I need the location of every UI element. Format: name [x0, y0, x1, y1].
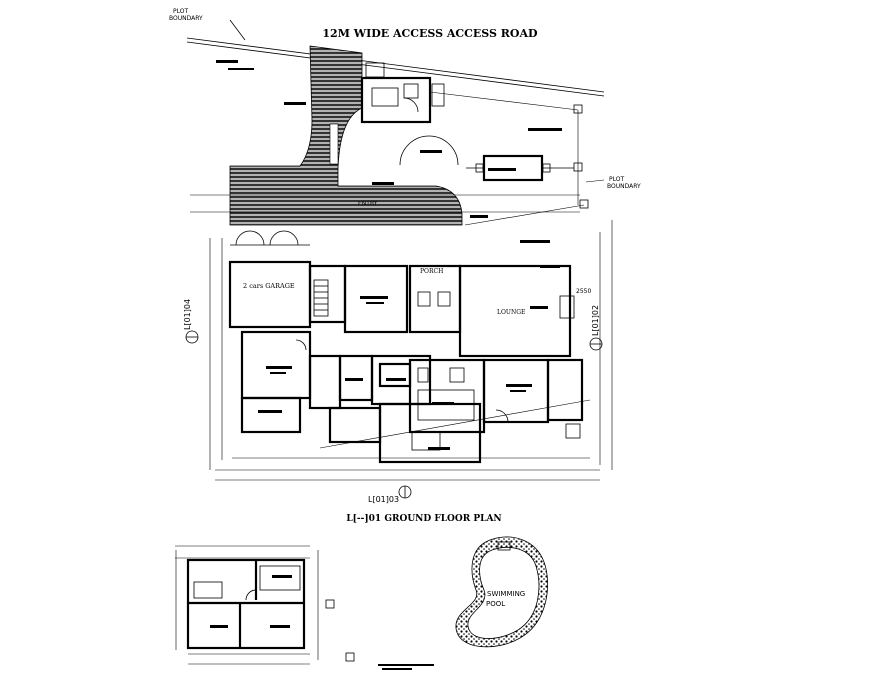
plot-boundary-right-line1: PLOT	[609, 176, 624, 183]
plot-boundary-top-line1: PLOT	[173, 8, 188, 15]
lounge-label: LOUNGE	[497, 309, 525, 316]
section-marker-bottom: L[01]03	[368, 485, 412, 504]
section-right-label: L[01]02	[591, 305, 600, 336]
swimming-pool: SWIMMING POOL	[455, 536, 549, 648]
plot-boundary-top-line2: BOUNDARY	[169, 15, 203, 22]
road-title: 12M WIDE ACCESS ACCESS ROAD	[322, 27, 538, 40]
plan-title: L[--]01 GROUND FLOOR PLAN	[346, 514, 501, 524]
lounge-room	[458, 264, 572, 358]
staircase	[313, 279, 329, 317]
section-left-label: L[01]04	[183, 299, 192, 330]
room-tags	[216, 60, 562, 450]
pool-water	[467, 547, 540, 639]
gate-house	[360, 62, 445, 124]
section-marker-right: L[01]02	[589, 305, 603, 351]
driveway-opening	[329, 123, 339, 165]
plot-boundary-right: PLOT BOUNDARY	[429, 91, 641, 226]
outbuilding-plan	[175, 545, 434, 670]
pool-label-line2: POOL	[486, 600, 505, 608]
turning-circle	[399, 135, 459, 166]
porch-label: PORCH	[420, 268, 443, 275]
driveway-label: ENTRY	[358, 200, 378, 207]
dimension-2550: 2550	[576, 288, 591, 295]
plot-boundary-right-line2: BOUNDARY	[607, 183, 641, 190]
section-bottom-label: L[01]03	[368, 495, 399, 504]
dimension-lines: 2550	[190, 194, 613, 481]
pool-label-line1: SWIMMING	[487, 590, 525, 598]
plot-boundary-top: PLOT BOUNDARY	[169, 8, 605, 97]
section-marker-left: L[01]04	[183, 299, 199, 344]
main-house: 2 cars GARAGE PORCH LOUNGE	[228, 230, 584, 464]
utility-block	[466, 154, 574, 182]
garage-room	[228, 260, 312, 329]
garage-label: 2 cars GARAGE	[243, 282, 295, 290]
